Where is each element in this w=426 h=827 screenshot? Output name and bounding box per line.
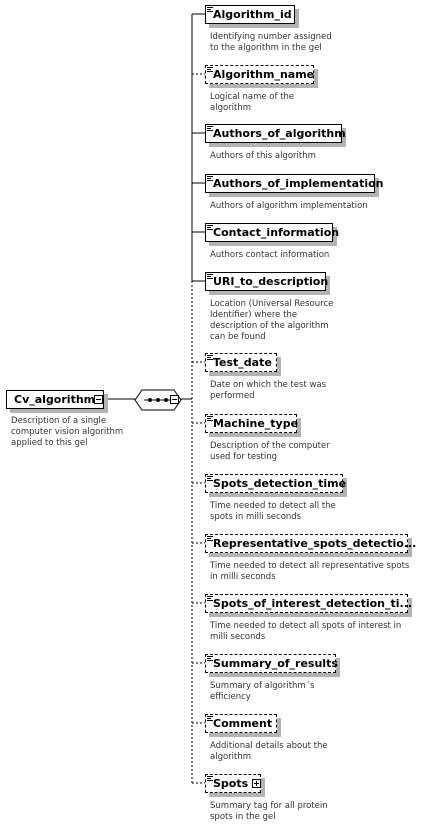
element-description: Authors of this algorithm	[210, 151, 316, 161]
element-label: Spots_detection_time	[213, 477, 347, 490]
element-lines-icon	[207, 355, 213, 361]
element-description: Location (Universal Resource Identifier)…	[210, 299, 334, 342]
element-label: Spots	[213, 777, 249, 790]
element-description: Description of the computer used for tes…	[210, 441, 330, 462]
expand-icon[interactable]	[252, 779, 261, 788]
element-label: Comment	[213, 717, 273, 730]
element-lines-icon	[207, 67, 213, 73]
element-lines-icon	[207, 536, 213, 542]
root-element-cv-algorithm[interactable]: Cv_algorithm	[6, 390, 104, 409]
element-label: Summary_of_results	[213, 657, 338, 670]
element-algorithm-id[interactable]: Algorithm_id	[205, 5, 295, 24]
element-lines-icon	[207, 776, 213, 782]
root-element-description: Description of a single computer vision …	[11, 416, 124, 448]
element-label: Algorithm_name	[213, 68, 315, 81]
element-description: Date on which the test was performed	[210, 380, 327, 401]
element-authors-of-algorithm[interactable]: Authors_of_algorithm	[205, 124, 346, 143]
element-test-date[interactable]: Test_date	[205, 353, 277, 372]
element-lines-icon	[207, 416, 213, 422]
element-machine-type[interactable]: Machine_type	[205, 414, 299, 433]
element-comment[interactable]: Comment	[205, 714, 277, 733]
element-summary-of-results[interactable]: Summary_of_results	[205, 654, 338, 673]
element-description: Authors contact information	[210, 250, 330, 260]
element-lines-icon	[207, 176, 213, 182]
element-label: Spots_of_interest_detection_ti...	[213, 597, 413, 610]
element-description: Time needed to detect all the spots in m…	[210, 501, 336, 522]
element-spots-of-interest-detection-ti[interactable]: Spots_of_interest_detection_ti...	[205, 594, 412, 613]
root-element-label: Cv_algorithm	[14, 393, 96, 406]
element-label: Contact_information	[213, 226, 340, 239]
element-label: Algorithm_id	[213, 8, 292, 21]
element-representative-spots-detectio[interactable]: Representative_spots_detectio...	[205, 534, 416, 553]
element-lines-icon	[207, 716, 213, 722]
compositor-collapse-icon[interactable]	[170, 395, 179, 404]
element-description: Time needed to detect all spots of inter…	[210, 621, 402, 642]
element-lines-icon	[207, 225, 213, 231]
element-label: Machine_type	[213, 417, 299, 430]
element-description: Logical name of the algorithm	[210, 92, 295, 113]
element-description: Identifying number assigned to the algor…	[210, 32, 332, 53]
element-lines-icon	[207, 476, 213, 482]
element-lines-icon	[207, 7, 213, 13]
element-label: Representative_spots_detectio...	[213, 537, 417, 550]
element-description: Time needed to detect all representative…	[210, 561, 410, 582]
element-contact-information[interactable]: Contact_information	[205, 223, 339, 242]
element-lines-icon	[207, 656, 213, 662]
element-label: Test_date	[213, 356, 272, 369]
element-spots-detection-time[interactable]: Spots_detection_time	[205, 474, 347, 493]
sequence-compositor-icon	[134, 389, 182, 411]
element-authors-of-implementation[interactable]: Authors_of_implementation	[205, 174, 384, 193]
collapse-icon[interactable]	[94, 395, 103, 404]
element-lines-icon	[207, 126, 213, 132]
element-uri-to-description[interactable]: URI_to_description	[205, 272, 329, 291]
element-label: URI_to_description	[213, 275, 329, 288]
element-lines-icon	[207, 596, 213, 602]
element-spots[interactable]: Spots	[205, 774, 261, 793]
element-description: Authors of algorithm implementation	[210, 201, 368, 211]
element-lines-icon	[207, 274, 213, 280]
element-algorithm-name[interactable]: Algorithm_name	[205, 65, 314, 84]
element-description: Additional details about the algorithm	[210, 741, 328, 762]
element-label: Authors_of_implementation	[213, 177, 384, 190]
element-description: Summary tag for all protein spots in the…	[210, 801, 328, 822]
element-label: Authors_of_algorithm	[213, 127, 346, 140]
element-description: Summary of algorithm´s efficiency	[210, 681, 315, 702]
